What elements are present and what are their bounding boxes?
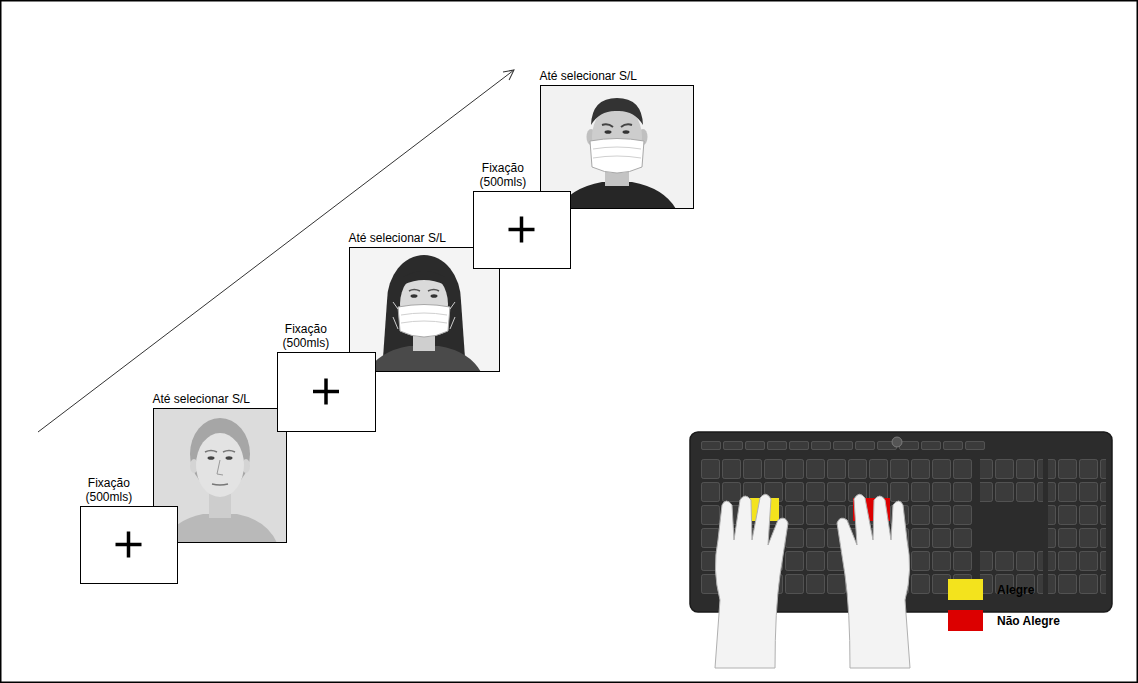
- fixation-cross: [81, 507, 176, 582]
- fixation-frame: Fixação (500mls): [473, 191, 571, 269]
- time-arrow: [38, 70, 514, 432]
- legend-entry: Alegre: [948, 579, 1034, 600]
- fixation-frame: Fixação (500mls): [277, 352, 376, 432]
- fixation-cross: [474, 192, 569, 267]
- fixation-label: Fixação (500mls): [283, 322, 330, 350]
- fixation-label: Fixação (500mls): [86, 476, 133, 504]
- fixation-frame: Fixação (500mls): [80, 506, 178, 584]
- legend-swatch: [948, 610, 983, 631]
- fixation-label: Fixação (500mls): [480, 161, 527, 189]
- fixation-cross: [278, 353, 374, 430]
- hands: [715, 494, 910, 668]
- legend-label: Não Alegre: [997, 614, 1060, 628]
- legend-entry: Não Alegre: [948, 610, 1060, 631]
- frame-duration-label: Até selecionar S/L: [153, 392, 250, 406]
- frame-duration-label: Até selecionar S/L: [540, 69, 637, 83]
- frame-duration-label: Até selecionar S/L: [349, 231, 446, 245]
- legend-swatch: [948, 579, 983, 600]
- legend-label: Alegre: [997, 583, 1034, 597]
